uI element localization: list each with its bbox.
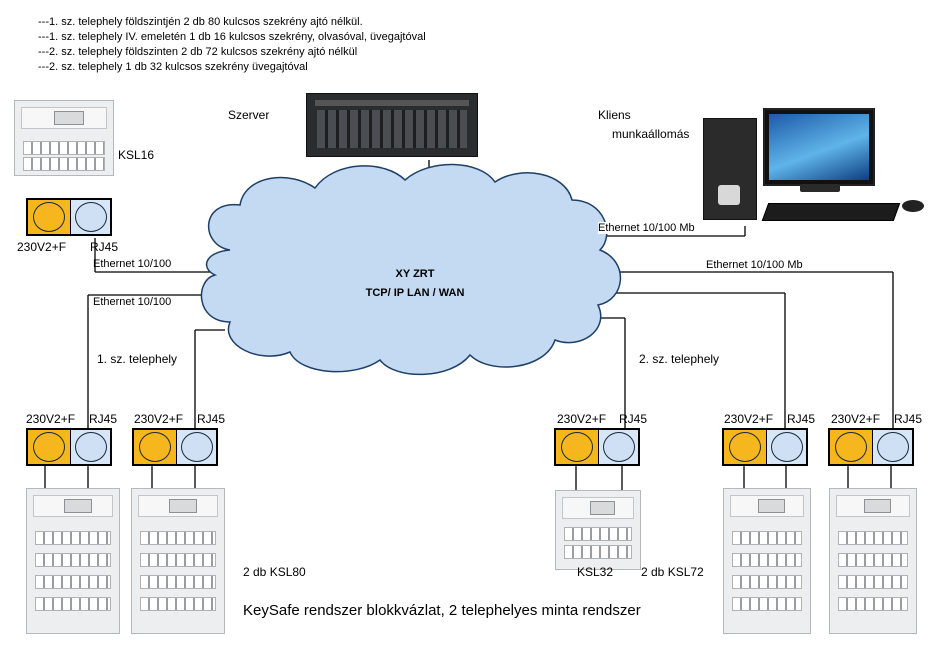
monitor-icon (763, 108, 875, 186)
site1-label: 1. sz. telephely (97, 352, 178, 366)
socket-site2-c (828, 428, 914, 466)
pc-tower (703, 118, 757, 220)
ksl16-label: KSL16 (118, 148, 155, 162)
diagram-caption: KeySafe rendszer blokkvázlat, 2 telephel… (243, 602, 641, 619)
site2-label: 2. sz. telephely (639, 352, 720, 366)
s1b-power-label: 230V2+F (134, 412, 184, 426)
cabinet-ksl72-1 (723, 488, 811, 634)
socket-ksl16 (26, 198, 112, 236)
keyboard-icon (761, 203, 901, 221)
socket-site1-a (26, 428, 112, 466)
power-socket-icon (33, 202, 65, 232)
monitor-stand (800, 184, 840, 192)
note-2: ---1. sz. telephely IV. emeletén 1 db 16… (38, 31, 426, 43)
note-3: ---2. sz. telephely földszinten 2 db 72 … (38, 46, 358, 58)
note-1: ---1. sz. telephely földszintjén 2 db 80… (38, 16, 363, 28)
rj45-socket-icon (75, 202, 107, 232)
cloud-title: XY ZRT (395, 268, 435, 280)
s1b-rj45-label: RJ45 (197, 412, 226, 426)
s2a-rj45-label: RJ45 (619, 412, 648, 426)
client-label-2: munkaállomás (612, 127, 690, 141)
s2c-rj45-label: RJ45 (894, 412, 923, 426)
cabinet-ksl80-2 (131, 488, 225, 634)
socket-site1-b (132, 428, 218, 466)
eth-top-left-label: Ethernet 10/100 (93, 258, 172, 270)
eth-mid-left-label: Ethernet 10/100 (93, 296, 172, 308)
network-cloud (200, 163, 622, 376)
note-4: ---2. sz. telephely 1 db 32 kulcsos szek… (38, 61, 308, 73)
server-label: Szerver (228, 108, 270, 122)
s1a-power-label: 230V2+F (26, 412, 76, 426)
socket-site2-a (554, 428, 640, 466)
server-rack (306, 93, 478, 157)
ksl72-label: 2 db KSL72 (641, 565, 704, 579)
eth-right-label: Ethernet 10/100 Mb (706, 259, 803, 271)
ksl16-rj45-label: RJ45 (90, 240, 119, 254)
cloud-subtitle: TCP/ IP LAN / WAN (365, 287, 465, 299)
s2a-power-label: 230V2+F (557, 412, 607, 426)
eth-client-label: Ethernet 10/100 Mb (598, 222, 695, 234)
ksl80-label: 2 db KSL80 (243, 565, 306, 579)
cabinet-ksl80-1 (26, 488, 120, 634)
s2c-power-label: 230V2+F (831, 412, 881, 426)
ksl16-power-label: 230V2+F (17, 240, 67, 254)
cabinet-ksl72-2 (829, 488, 917, 634)
s2b-rj45-label: RJ45 (787, 412, 816, 426)
socket-site2-b (722, 428, 808, 466)
s1a-rj45-label: RJ45 (89, 412, 118, 426)
cabinet-ksl16 (14, 100, 114, 176)
mouse-icon (902, 200, 924, 212)
cabinet-ksl32 (555, 490, 641, 570)
s2b-power-label: 230V2+F (724, 412, 774, 426)
ksl32-label: KSL32 (577, 565, 614, 579)
client-label: Kliens (598, 108, 631, 122)
